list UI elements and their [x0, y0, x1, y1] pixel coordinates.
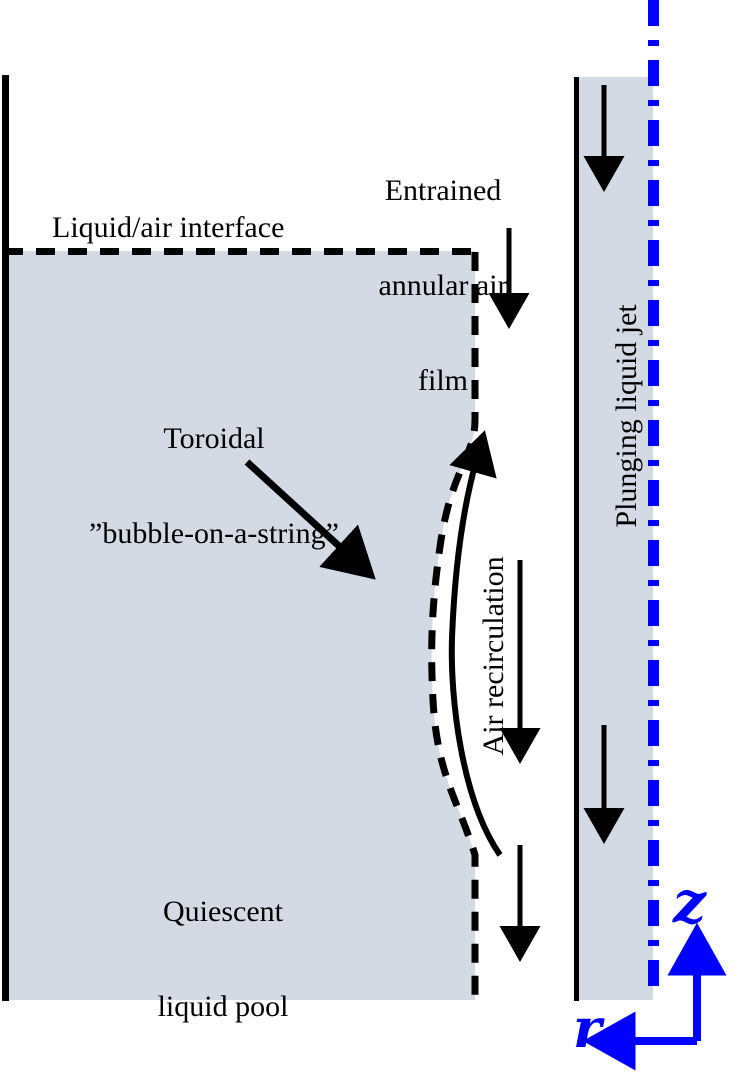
- entrained-film-line-2: annular air: [378, 268, 508, 302]
- air-recirculation-label: Air recirculation: [477, 556, 511, 756]
- liquid-pool-fill: [5, 251, 475, 1000]
- toroidal-bubble-on-a-string-label: Toroidal ”bubble-on-a-string”: [53, 359, 375, 613]
- r-axis-label: r: [573, 996, 602, 1060]
- entrained-film-line-1: Entrained: [384, 173, 502, 207]
- entrained-film-line-3: film: [418, 364, 468, 398]
- air-recirculation-curved-arrow: [448, 430, 503, 857]
- bubble-cavity-dashed-outline: [428, 252, 479, 1002]
- toroidal-line-1: Toroidal: [163, 421, 265, 455]
- quiescent-line-2: liquid pool: [157, 989, 289, 1023]
- plunging-liquid-jet-label: Plunging liquid jet: [610, 304, 644, 528]
- toroidal-line-2: ”bubble-on-a-string”: [89, 516, 339, 550]
- liquid-jet-fill: [575, 77, 653, 1000]
- z-axis-label: z: [673, 868, 706, 936]
- entrained-annular-air-film-label: Entrained annular air film: [353, 111, 533, 461]
- quiescent-line-1: Quiescent: [163, 894, 283, 928]
- quiescent-liquid-pool-label: Quiescent liquid pool: [103, 832, 343, 1086]
- liquid-air-interface-label: Liquid/air interface: [52, 211, 285, 244]
- toroidal-bubble-pointer-arrow: [244, 459, 376, 580]
